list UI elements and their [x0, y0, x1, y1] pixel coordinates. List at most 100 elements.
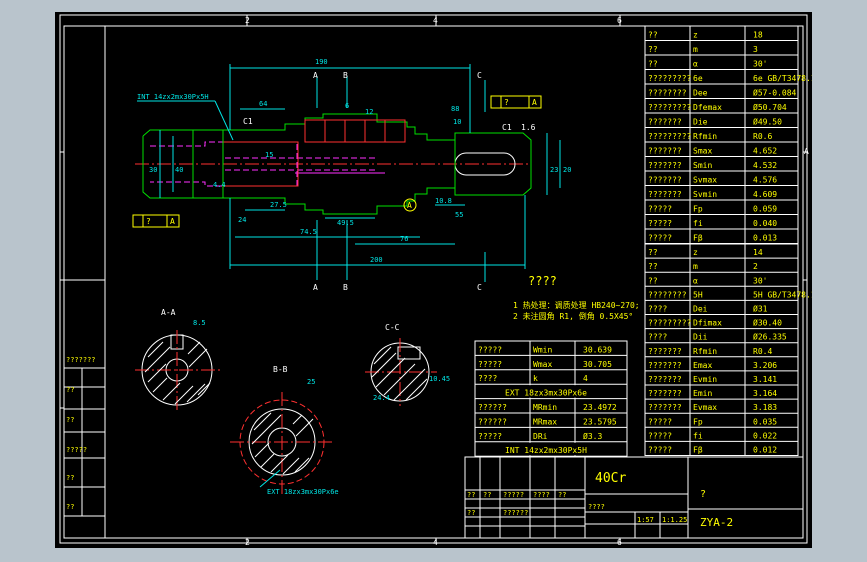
- ext-spline-callout: EXT 18zx3mx30Px6e: [267, 488, 339, 496]
- int-cell-7-1: Rfmin: [693, 347, 717, 356]
- int-cell-7-2: R0.4: [753, 347, 772, 356]
- ext-cell-4-2: Ø57-0.084: [753, 88, 797, 98]
- ext-cell-6-2: Ø49.50: [753, 117, 782, 127]
- spl-cell-0-1: Wmin: [533, 345, 552, 354]
- int-cell-0-2: 14: [753, 248, 763, 257]
- cut-c-top: C: [477, 71, 482, 80]
- int-cell-13-2: 0.022: [753, 431, 777, 440]
- int-cell-11-2: 3.183: [753, 403, 777, 412]
- ext-cell-13-0: ?????: [648, 219, 672, 228]
- dim-64: 64: [259, 100, 267, 108]
- int-cell-13-0: ?????: [648, 431, 672, 440]
- spl-cell-1-2: 30.705: [583, 360, 612, 369]
- int-cell-9-2: 3.141: [753, 375, 777, 384]
- dim-15: 15: [265, 151, 273, 159]
- spl-cell-2-0: ????: [478, 374, 497, 383]
- tech-req-1: 1 热处理：调质处理 HB240~270;: [513, 300, 640, 310]
- part-name: ?: [700, 489, 706, 500]
- int-cell-14-1: Fβ: [693, 446, 703, 455]
- int-cell-3-0: ????????: [648, 290, 687, 299]
- int-cell-13-1: fi: [693, 431, 703, 440]
- tb-r2-2: ??????: [503, 509, 528, 517]
- spl-cell-0-0: ?????: [478, 345, 502, 354]
- section-c-label: C-C: [385, 323, 400, 332]
- datum-a-letter: A: [407, 201, 412, 210]
- ext-cell-9-0: ???????: [648, 161, 682, 170]
- int-cell-6-0: ????: [648, 333, 667, 342]
- int-cell-10-0: ???????: [648, 389, 682, 398]
- ext-cell-6-0: ???????: [648, 118, 682, 127]
- int-cell-11-0: ???????: [648, 403, 682, 412]
- dim-44: 4.4: [213, 181, 226, 189]
- section-b-label: B-B: [273, 365, 288, 374]
- spl-cell-5-0: ??????: [478, 417, 507, 426]
- ext-cell-7-2: R0.6: [753, 132, 772, 141]
- dim-20: 20: [563, 166, 571, 174]
- ext-cell-0-0: ??: [648, 31, 658, 40]
- int-cell-0-0: ??: [648, 248, 658, 257]
- grid-num-b4: 4: [433, 538, 438, 547]
- ext-cell-7-1: Rfmin: [693, 132, 717, 141]
- spl-cell-4-1: MRmin: [533, 403, 557, 412]
- int-cell-6-2: Ø26.335: [753, 332, 787, 342]
- dim-overall-bottom: 200: [370, 256, 383, 264]
- dim-overall-top: 190: [315, 58, 328, 66]
- spl-cell-4-0: ??????: [478, 403, 507, 412]
- tolerance-frame-left: [132, 214, 180, 228]
- int-cell-0-1: z: [693, 248, 698, 257]
- dim-74: 74.5: [300, 228, 317, 236]
- left-side-block: [63, 279, 106, 517]
- ext-cell-3-1: 6e: [693, 74, 703, 83]
- ext-cell-2-1: α: [693, 60, 698, 69]
- ext-cell-12-0: ?????: [648, 205, 672, 214]
- ext-cell-10-2: 4.576: [753, 176, 777, 185]
- int-cell-1-0: ??: [648, 262, 658, 271]
- chamfer-c1-left: C1: [243, 117, 253, 126]
- side-label-1: ??: [66, 386, 74, 394]
- side-label-2: ??: [66, 416, 74, 424]
- ext-cell-3-2: 6e GB/T3478.1-1995: [753, 74, 812, 83]
- drawing-number: ZYA-2: [700, 516, 733, 529]
- ext-cell-14-2: 0.013: [753, 234, 777, 243]
- ext-cell-11-1: Svmin: [693, 190, 717, 199]
- int-cell-2-1: α: [693, 276, 698, 285]
- spl-row-7: INT 14zx2mx30Px5H: [505, 446, 587, 455]
- int-cell-8-1: Emax: [693, 361, 712, 370]
- section-a-label: A-A: [161, 308, 176, 317]
- sheet-text: 1:57: [637, 516, 654, 524]
- spl-row-3: EXT 18zx3mx30Px6e: [505, 389, 587, 398]
- tech-req-2: 2 未注圆角 R1, 倒角 0.5X45°: [513, 311, 633, 321]
- int-cell-11-1: Evmax: [693, 403, 717, 412]
- int-cell-4-1: Dei: [693, 305, 708, 314]
- ext-cell-10-0: ???????: [648, 176, 682, 185]
- int-cell-2-2: 30': [753, 276, 767, 285]
- int-cell-5-1: Dfimax: [693, 319, 722, 328]
- spl-cell-1-1: Wmax: [533, 360, 552, 369]
- cad-viewport[interactable]: 2 4 6 2 4 6 A: [55, 12, 812, 548]
- int-cell-9-1: Evmin: [693, 375, 717, 384]
- ext-cell-13-1: fi: [693, 219, 703, 228]
- tb-r1-3: ????: [533, 491, 550, 499]
- ext-cell-5-0: ?????????: [648, 103, 692, 112]
- ext-cell-5-2: Ø50.704: [753, 102, 787, 112]
- int-cell-1-2: 2: [753, 262, 758, 271]
- ext-cell-14-1: Fβ: [693, 234, 703, 243]
- tolerance-frame-right: [490, 95, 542, 109]
- section-c-view: [365, 338, 437, 406]
- tb-r1-0: ??: [467, 491, 475, 499]
- section-c-dim: 24.4: [373, 394, 390, 402]
- int-cell-5-2: Ø30.40: [753, 318, 782, 328]
- ext-cell-9-2: 4.532: [753, 161, 777, 170]
- ext-cell-4-1: Dee: [693, 89, 708, 98]
- int-cell-8-0: ???????: [648, 361, 682, 370]
- section-c-dim2: 10.45: [429, 375, 450, 383]
- cut-a-bottom: A: [313, 283, 318, 292]
- int-cell-3-2: 5H GB/T3478.1-1995: [753, 290, 812, 299]
- ext-cell-3-0: ?????????: [648, 74, 692, 83]
- ext-cell-8-1: Smax: [693, 147, 712, 156]
- section-a-view: [135, 330, 220, 410]
- dim-12: 12: [365, 108, 373, 116]
- ext-cell-8-2: 4.652: [753, 147, 777, 156]
